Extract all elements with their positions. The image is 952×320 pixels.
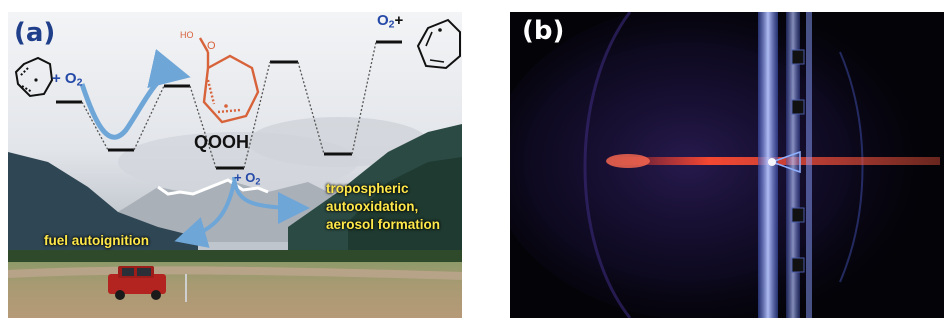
red-car-illustration bbox=[108, 266, 187, 302]
hydroxyl-label: HO bbox=[180, 30, 194, 40]
panel-a-label: (a) bbox=[14, 18, 56, 48]
qooh-label: QOOH bbox=[194, 132, 250, 152]
fuel-autoignition-annotation: fuel autoignition bbox=[44, 233, 149, 248]
product-oxygen-label: O2+ bbox=[377, 12, 404, 31]
tropospheric-annotation: tropospheric autooxidation, aerosol form… bbox=[326, 181, 441, 232]
landscape-illustration bbox=[8, 12, 462, 318]
panel-a-energy-diagram: (a) + O2 O2+ HO O QOOH + O2 tropospheric… bbox=[8, 12, 462, 318]
second-oxygen-label: + O2 bbox=[234, 170, 261, 187]
oxygen-atom-label: O bbox=[207, 40, 216, 52]
reactant-oxygen-label: + O2 bbox=[52, 70, 83, 89]
laser-apparatus-illustration bbox=[510, 12, 944, 318]
autoignition-arrow bbox=[174, 181, 236, 248]
glass-plate bbox=[758, 12, 778, 318]
panel-b-photo: (b) bbox=[510, 12, 944, 318]
reactant-molecule-icon bbox=[14, 56, 54, 98]
reaction-arrow bbox=[79, 49, 191, 140]
qooh-molecule-icon bbox=[198, 37, 260, 124]
product-molecule-icon bbox=[416, 18, 461, 70]
panel-b-label: (b) bbox=[522, 16, 565, 46]
